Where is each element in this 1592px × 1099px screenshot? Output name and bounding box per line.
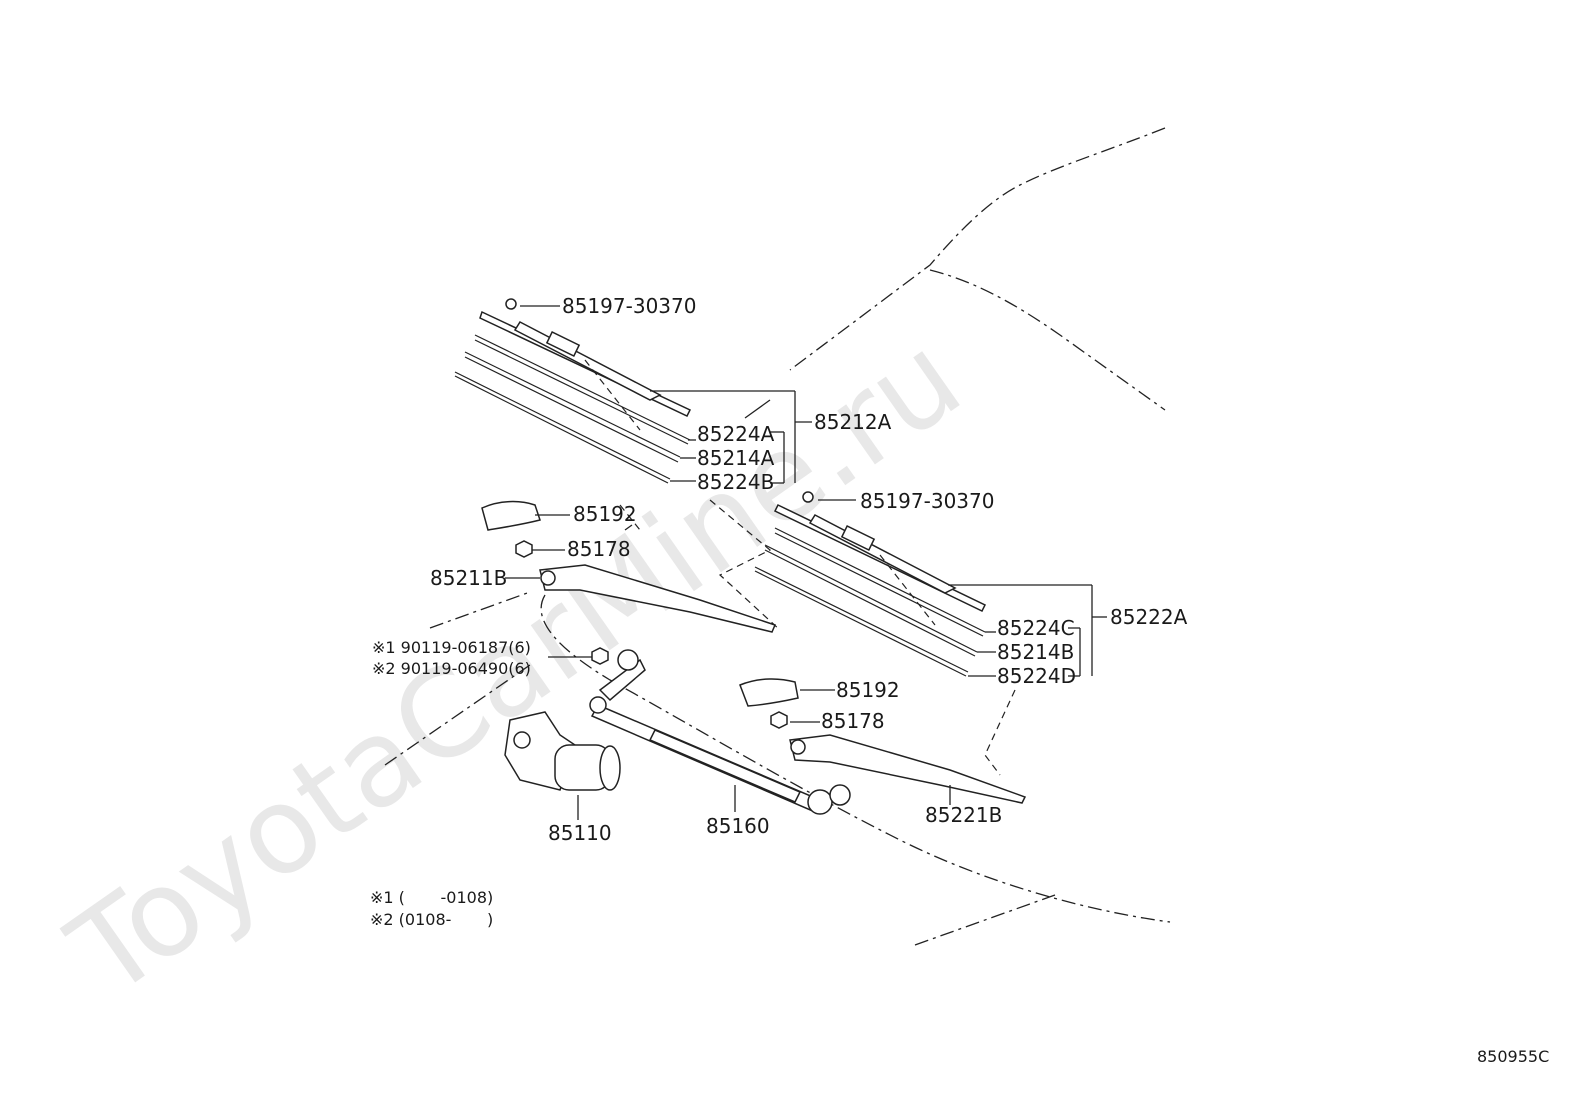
label-blade-assy-left: 85212A <box>814 410 892 434</box>
mounting-bolt <box>591 647 609 665</box>
label-clip-right: 85197-30370 <box>860 489 994 513</box>
note-2: ※2 (0108- ) <box>370 910 493 929</box>
label-85214a: 85214A <box>697 446 775 470</box>
label-85214b: 85214B <box>997 640 1074 664</box>
label-arm-right: 85221B <box>925 803 1002 827</box>
left-wiper-blade-assembly <box>454 298 692 484</box>
label-bolt-1: ※1 90119-06187(6) <box>372 638 531 657</box>
label-arm-left: 85211B <box>430 566 507 590</box>
label-link: 85160 <box>706 814 770 838</box>
wiper-motor <box>504 711 621 791</box>
label-85224a: 85224A <box>697 422 775 446</box>
label-nut-left: 85178 <box>567 537 631 561</box>
label-85224c: 85224C <box>997 616 1075 640</box>
label-clip-upper: 85197-30370 <box>562 294 696 318</box>
left-pivot-cap <box>481 500 541 531</box>
label-cap-left: 85192 <box>573 502 637 526</box>
note-1: ※1 ( -0108) <box>370 888 493 907</box>
left-wiper-arm <box>539 564 777 633</box>
label-nut-right: 85178 <box>821 709 885 733</box>
left-nut <box>515 540 533 558</box>
figure-code: 850955C <box>1477 1047 1549 1066</box>
leader-lines <box>505 305 1107 820</box>
label-motor: 85110 <box>548 821 612 845</box>
label-blade-assy-right: 85222A <box>1110 605 1188 629</box>
label-85224d: 85224D <box>997 664 1076 688</box>
wiper-link-assembly <box>589 649 851 815</box>
label-85224b: 85224B <box>697 470 774 494</box>
right-nut <box>770 711 788 729</box>
part-labels: 85197-30370 85212A 85224A 85214A 85224B … <box>370 294 1549 1066</box>
windshield-outline <box>384 127 1171 946</box>
right-wiper-blade-assembly <box>754 491 987 677</box>
label-bolt-2: ※2 90119-06490(6) <box>372 659 531 678</box>
right-pivot-cap <box>739 678 799 707</box>
right-wiper-arm <box>789 734 1027 804</box>
label-cap-right: 85192 <box>836 678 900 702</box>
